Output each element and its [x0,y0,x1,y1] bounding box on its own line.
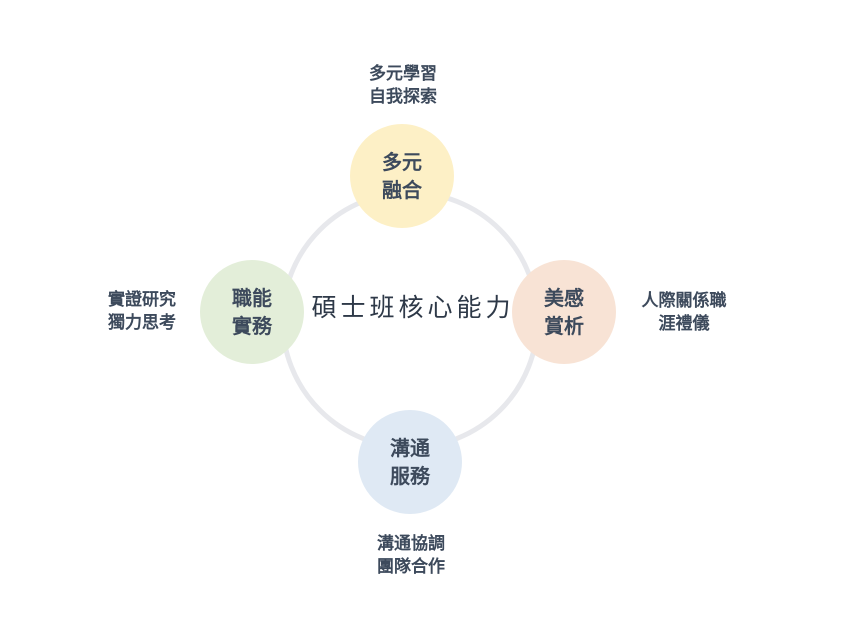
description-left: 實證研究 獨力思考 [82,289,202,335]
center-title: 碩士班核心能力 [311,293,515,322]
description-line1: 溝通協調 [377,534,445,554]
node-professional-practice: 職能 實務 [200,260,304,364]
description-line1: 實證研究 [108,290,176,310]
node-aesthetic-appreciation: 美感 賞析 [512,260,616,364]
description-line1: 人際關係職 [641,291,727,311]
node-label-line1: 溝通 [390,436,430,460]
node-label-line1: 多元 [382,150,422,174]
node-label-line2: 賞析 [544,314,584,338]
description-right: 人際關係職 涯禮儀 [622,290,746,336]
description-line2: 涯禮儀 [658,314,710,334]
node-multicultural-integration: 多元 融合 [350,124,454,228]
description-line2: 團隊合作 [377,557,445,577]
node-label-line2: 融合 [382,178,422,202]
node-label-line2: 實務 [232,314,272,338]
description-line1: 多元學習 [369,64,437,84]
description-top: 多元學習 自我探索 [343,63,463,109]
node-communication-service: 溝通 服務 [358,410,462,514]
description-line2: 獨力思考 [108,313,176,333]
node-label-line1: 美感 [544,286,584,310]
node-label-line2: 服務 [390,464,430,488]
node-label-line1: 職能 [232,286,272,310]
description-line2: 自我探索 [369,87,437,107]
description-bottom: 溝通協調 團隊合作 [351,533,471,579]
